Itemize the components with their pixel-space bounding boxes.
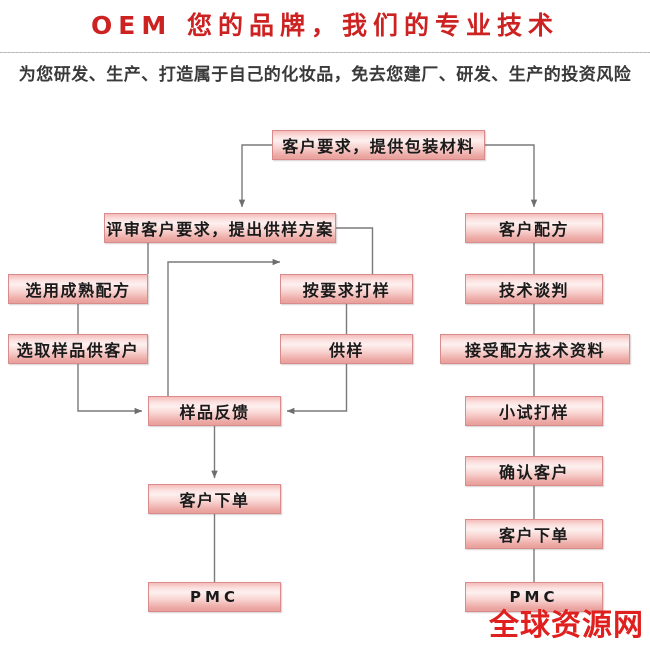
flow-node-n12[interactable]: 接受配方技术资料 — [440, 334, 630, 364]
site-watermark: 全球资源网 — [489, 608, 644, 643]
edge-supply-sample-to-feedback — [286, 364, 348, 415]
flow-node-n5[interactable]: 按要求打样 — [280, 274, 413, 304]
flow-node-n10[interactable]: 客户配方 — [465, 213, 603, 243]
flow-node-n11[interactable]: 技术谈判 — [465, 274, 603, 304]
flow-node-n6[interactable]: 供样 — [280, 334, 413, 364]
edge-requirement-to-formula — [485, 144, 538, 208]
flow-node-n9[interactable]: PMC — [148, 582, 281, 612]
edge-requirement-to-review — [238, 144, 272, 208]
flow-node-n4[interactable]: 选取样品供客户 — [8, 334, 148, 364]
page-title: OEM 您的品牌，我们的专业技术 — [91, 11, 559, 40]
flow-node-n15[interactable]: 客户下单 — [465, 519, 603, 549]
flow-node-n13[interactable]: 小试打样 — [465, 396, 603, 426]
header-divider — [0, 52, 650, 53]
edge-pick-sample-to-feedback — [77, 364, 143, 415]
flow-node-n8[interactable]: 客户下单 — [148, 484, 281, 514]
flow-node-n3[interactable]: 选用成熟配方 — [8, 274, 148, 304]
page-subtitle: 为您研发、生产、打造属于自己的化妆品，免去您建厂、研发、生产的投资风险 — [18, 65, 632, 85]
flow-node-n7[interactable]: 样品反馈 — [148, 396, 281, 426]
flow-node-n14[interactable]: 确认客户 — [465, 456, 603, 486]
flow-node-n1[interactable]: 客户要求，提供包装材料 — [272, 130, 485, 160]
edge-review-to-sampling — [336, 227, 374, 274]
edge-feedback-to-sampling — [167, 258, 281, 396]
flow-node-n16[interactable]: PMC — [465, 582, 603, 612]
flow-node-n2[interactable]: 评审客户要求，提出供样方案 — [104, 213, 336, 243]
